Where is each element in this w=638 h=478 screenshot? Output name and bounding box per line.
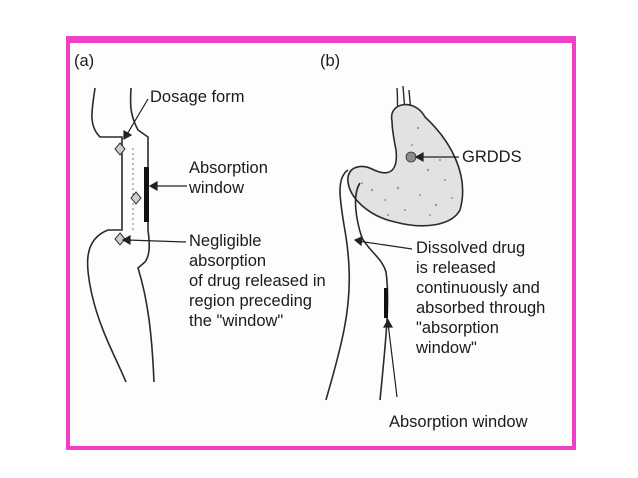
arrows-a — [121, 98, 187, 246]
absorption-window-label-a: Absorption window — [189, 159, 268, 197]
stomach — [347, 103, 464, 227]
panel-b-tag: (b) — [320, 52, 341, 70]
dosage-form-label: Dosage form — [150, 88, 245, 106]
duodenum — [325, 169, 389, 401]
stomach-texture — [361, 126, 453, 217]
dosage-form-marks — [114, 142, 142, 246]
absorption-window-label-b: Absorption window — [389, 413, 528, 431]
panel-a-tag: (a) — [74, 52, 95, 70]
grdds-dosage — [405, 151, 417, 163]
arrows-b — [353, 151, 459, 398]
intestine-a — [86, 87, 155, 383]
negligible-absorption-label: Negligible absorption of drug released i… — [189, 232, 326, 330]
grdds-label: GRDDS — [462, 148, 522, 166]
absorption-window-bar-a — [144, 167, 149, 222]
dissolved-drug-label: Dissolved drug is released continuously … — [416, 239, 546, 357]
diagram-frame — [66, 36, 576, 450]
absorption-window-bar-b — [384, 288, 388, 318]
